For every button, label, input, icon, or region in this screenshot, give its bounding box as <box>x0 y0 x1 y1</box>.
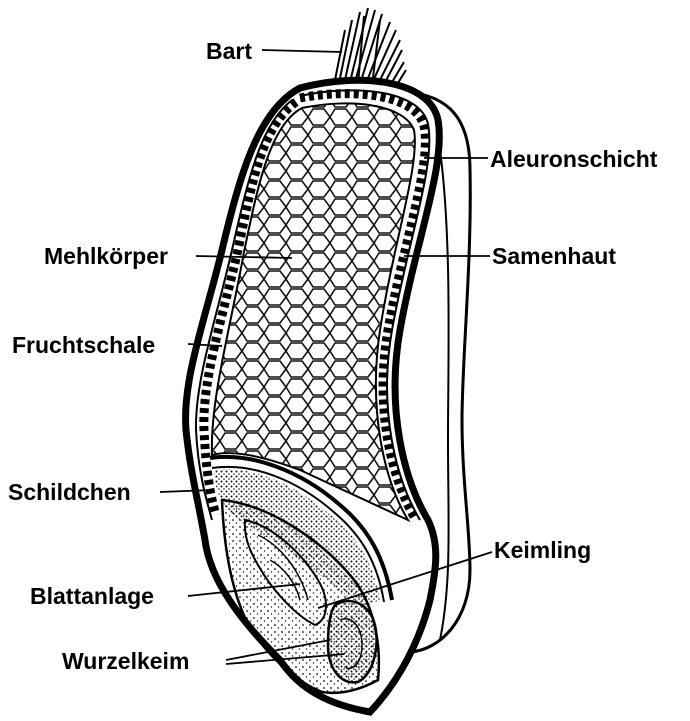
label-mehlkoerper: Mehlkörper <box>44 245 168 268</box>
label-blattanlage: Blattanlage <box>30 585 154 608</box>
label-schildchen: Schildchen <box>8 481 131 504</box>
label-keimling: Keimling <box>494 539 591 562</box>
label-fruchtschale: Fruchtschale <box>12 334 155 357</box>
label-wurzelkeim: Wurzelkeim <box>62 650 189 673</box>
label-bart: Bart <box>206 40 252 63</box>
leader-bart <box>262 50 342 52</box>
label-aleuronschicht: Aleuronschicht <box>490 148 657 171</box>
label-samenhaut: Samenhaut <box>492 245 616 268</box>
radicle <box>328 601 376 682</box>
